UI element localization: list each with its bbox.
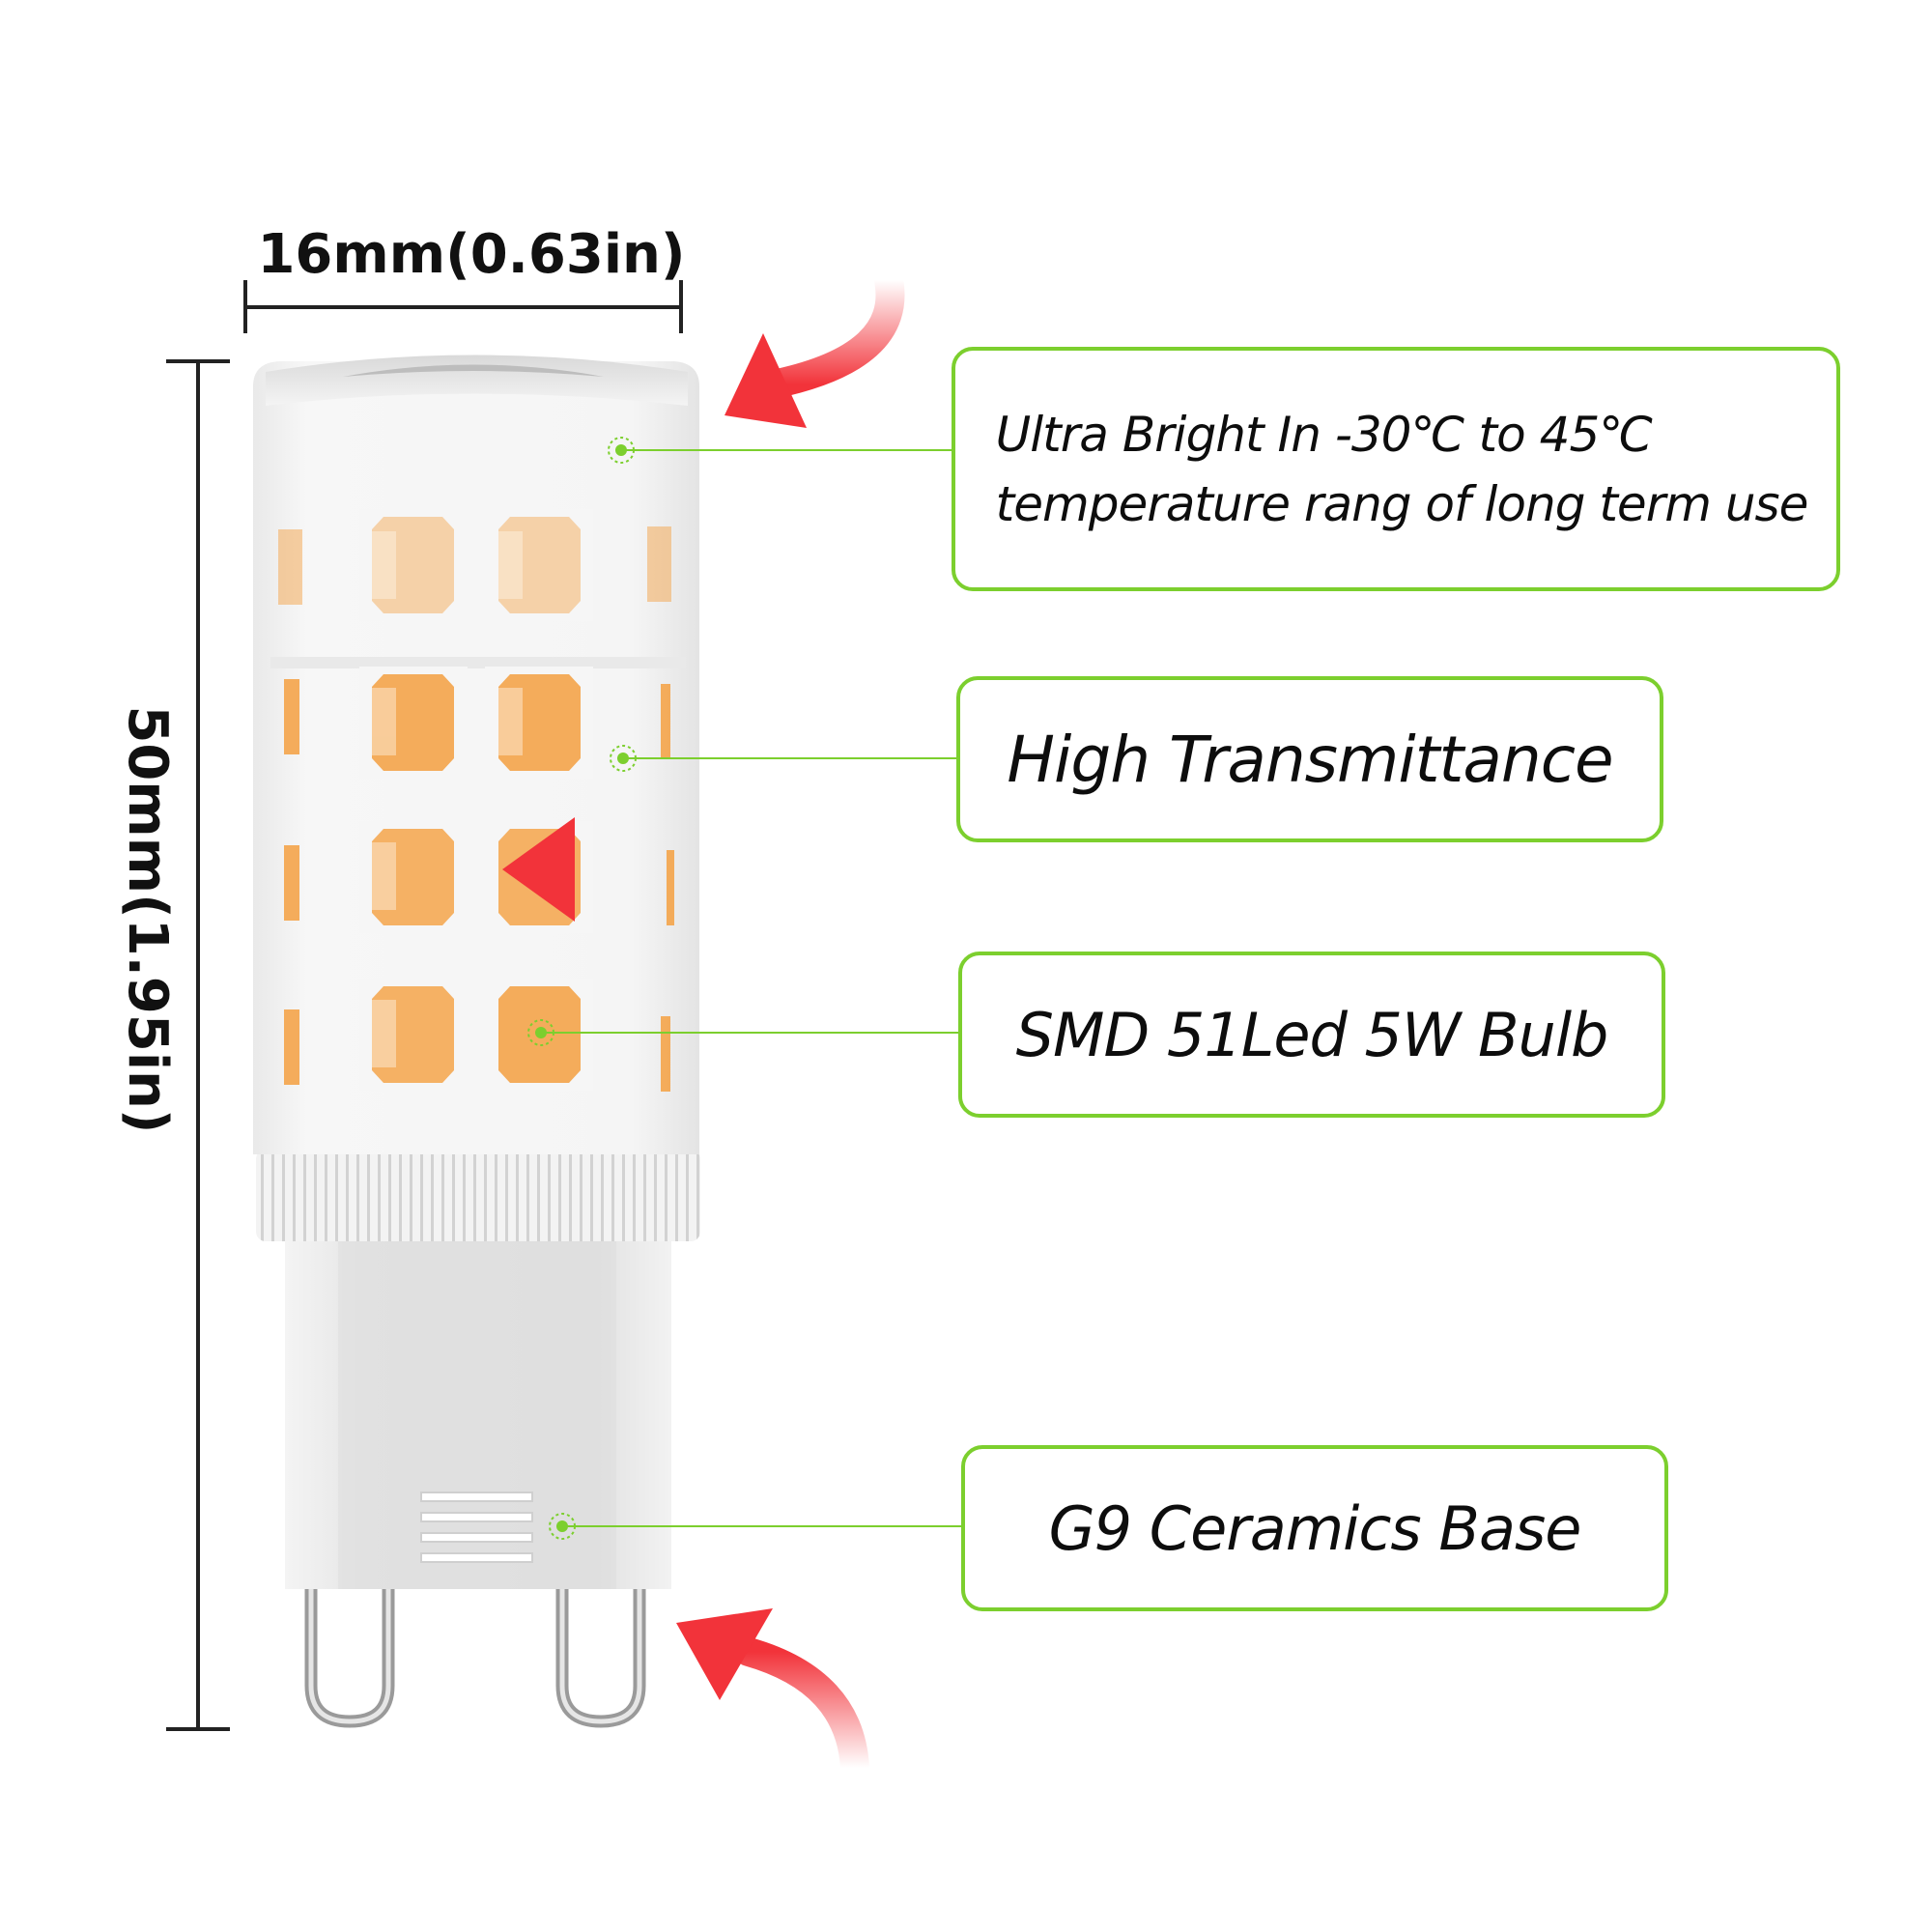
led-chip bbox=[372, 829, 454, 925]
led-chip-side bbox=[661, 1016, 670, 1092]
leader-lines bbox=[541, 449, 963, 1527]
width-label: 16mm(0.63in) bbox=[257, 223, 685, 286]
bulb bbox=[253, 355, 700, 1728]
red-arrows bbox=[502, 266, 905, 1782]
led-chip bbox=[372, 517, 454, 613]
led-chip-side bbox=[647, 526, 671, 602]
bulb-body bbox=[253, 355, 699, 1154]
led-chip bbox=[372, 986, 454, 1083]
callout-temperature-line1: Ultra Bright In -30℃ to 45℃ bbox=[995, 406, 1654, 463]
callout-smd-led: SMD 51Led 5W Bulb bbox=[958, 952, 1665, 1118]
callout-smd-led-text: SMD 51Led 5W Bulb bbox=[1015, 999, 1609, 1070]
pins bbox=[304, 1577, 646, 1728]
led-chip-side bbox=[667, 850, 674, 925]
callout-transmittance-text: High Transmittance bbox=[1007, 722, 1613, 797]
led-chip-side bbox=[284, 845, 299, 921]
height-label: 50mm(1.95in) bbox=[116, 705, 179, 1133]
callout-ceramic-base-text: G9 Ceramics Base bbox=[1048, 1492, 1582, 1564]
callout-temperature: Ultra Bright In -30℃ to 45℃ temperature … bbox=[952, 347, 1840, 591]
ceramic-base bbox=[285, 1232, 671, 1589]
callout-transmittance: High Transmittance bbox=[956, 676, 1663, 842]
led-chip-side bbox=[284, 1009, 299, 1085]
led-chip-side bbox=[661, 684, 670, 759]
callout-ceramic-base: G9 Ceramics Base bbox=[961, 1445, 1668, 1611]
leader-dots bbox=[527, 437, 637, 1540]
led-chip bbox=[498, 674, 581, 771]
led-chip bbox=[498, 517, 581, 613]
callout-temperature-line2: temperature rang of long term use bbox=[995, 475, 1809, 532]
callout-temperature-text: Ultra Bright In -30℃ to 45℃ temperature … bbox=[984, 400, 1809, 539]
ribbed-collar bbox=[256, 1150, 700, 1241]
led-chip-side bbox=[284, 679, 299, 754]
arrow-bottom bbox=[734, 1637, 869, 1782]
height-dimension: 50mm(1.95in) bbox=[116, 359, 230, 1731]
led-chip bbox=[372, 674, 454, 771]
led-chip-side bbox=[278, 529, 302, 605]
arrow-top bbox=[758, 266, 905, 399]
width-dimension: 16mm(0.63in) bbox=[243, 223, 686, 333]
